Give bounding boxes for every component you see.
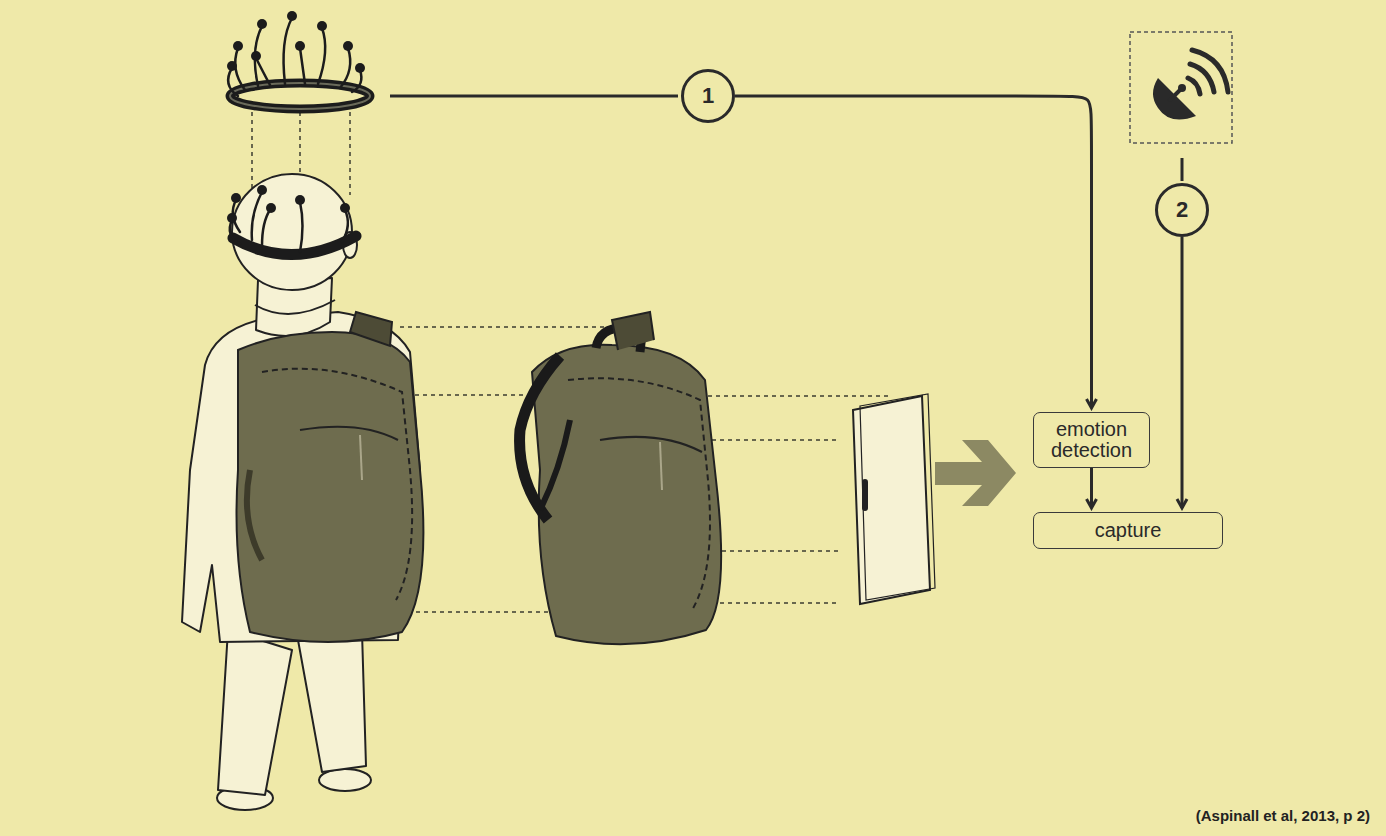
signal-line	[1181, 158, 1184, 181]
eeg-headset-part	[300, 48, 305, 84]
projection-lines-part	[722, 550, 838, 552]
eeg-headset-part-part	[343, 41, 353, 51]
backpack-worn-part	[247, 470, 262, 560]
tablet	[853, 394, 935, 604]
eeg-headset-part-part	[251, 51, 261, 61]
node-label: 2	[1176, 197, 1188, 223]
backpack-part	[568, 378, 710, 610]
gps-icon-part	[1170, 90, 1180, 100]
backpack-part	[612, 312, 654, 350]
eeg-headset-part-part	[287, 11, 297, 21]
tablet-part	[853, 396, 930, 604]
backpack-part	[520, 356, 560, 520]
backpack-worn-part	[262, 369, 412, 600]
tablet-part	[863, 480, 867, 510]
callout-circle: 1	[681, 69, 735, 123]
eeg-headset-part-part	[233, 41, 243, 51]
eeg-headset-worn-part-part	[227, 213, 237, 223]
process-box: emotion detection	[1033, 412, 1150, 468]
tablet-part	[860, 394, 935, 600]
gps-icon	[1130, 32, 1232, 143]
eeg-headset-part	[230, 83, 370, 109]
backpack-worn-part	[360, 435, 362, 480]
backpack-part	[532, 345, 721, 644]
eeg-headset-part	[230, 83, 370, 109]
node-label: 1	[702, 83, 714, 109]
backpack-worn-part	[237, 332, 424, 642]
person-figure-part	[298, 632, 366, 772]
eeg-headset-worn-part	[300, 202, 303, 252]
callout-circle: 2	[1155, 183, 1209, 237]
projection-lines-part	[415, 394, 535, 396]
gps-icon-part	[1130, 32, 1232, 143]
person-figure-part	[255, 300, 335, 314]
gps-icon-part	[1153, 78, 1196, 120]
projection-lines-part	[700, 395, 888, 397]
backpack-worn	[237, 312, 424, 642]
backpack-part	[540, 420, 570, 510]
eeg-headset-part	[284, 18, 292, 84]
flow-arrow	[935, 440, 1016, 506]
eeg-headset-part-part	[257, 19, 267, 29]
projection-lines-part	[712, 439, 838, 441]
eeg-headset-part	[256, 58, 270, 85]
eeg-headset-worn-part-part	[257, 185, 267, 195]
person-figure-part	[232, 174, 352, 290]
eeg-headset-worn-part	[252, 192, 262, 240]
projection-lines-part	[251, 112, 253, 190]
eeg-headset-worn-part-part	[340, 203, 350, 213]
eeg-headset-worn-part-part	[231, 193, 241, 203]
gps-icon-part	[1188, 78, 1200, 94]
backpack-worn-part	[300, 427, 398, 440]
eeg-headset-worn-part	[230, 220, 240, 244]
backpack-worn-part	[350, 312, 392, 346]
projection-lines-part	[712, 602, 838, 604]
eeg-headset-worn-part	[342, 210, 348, 242]
eeg-headset-part-part	[355, 63, 365, 73]
gps-icon-part	[1192, 50, 1228, 92]
backpack-part	[660, 442, 662, 490]
eeg-headset-part	[318, 28, 325, 84]
process-box: capture	[1033, 512, 1223, 549]
gps-icon-part	[1190, 64, 1214, 92]
eeg-headset-part-part	[317, 21, 327, 31]
backpack-part	[600, 437, 702, 452]
eeg-headset-part-part	[295, 41, 305, 51]
backpack	[520, 312, 722, 644]
gps-icon-part	[1178, 84, 1186, 92]
eeg-headset-part	[352, 70, 361, 92]
eeg-headset-part	[340, 48, 350, 88]
node-label: emotion detection	[1040, 419, 1143, 461]
eeg-headset-worn-part	[227, 185, 350, 223]
eeg-headset-part	[227, 11, 365, 73]
projection-lines-part	[400, 326, 620, 328]
person-figure-part	[218, 630, 292, 795]
citation-caption: (Aspinall et al, 2013, p 2)	[1196, 807, 1370, 824]
eeg-headset-part	[228, 68, 238, 96]
projection-lines-part	[299, 112, 301, 178]
eeg-headset	[227, 11, 370, 109]
eeg-headset-part	[235, 48, 245, 90]
node-label: capture	[1095, 520, 1162, 541]
projection-lines-part	[349, 112, 351, 195]
eeg-headset-part-part	[227, 61, 237, 71]
flow-connector	[735, 96, 1092, 408]
eeg-headset-worn-part-part	[266, 203, 276, 213]
flow-connector	[1090, 468, 1093, 508]
eeg-headset-worn-part	[262, 210, 270, 246]
flow-connector	[1181, 237, 1184, 508]
eeg-headset-worn	[227, 185, 356, 255]
signal-line	[390, 95, 678, 98]
